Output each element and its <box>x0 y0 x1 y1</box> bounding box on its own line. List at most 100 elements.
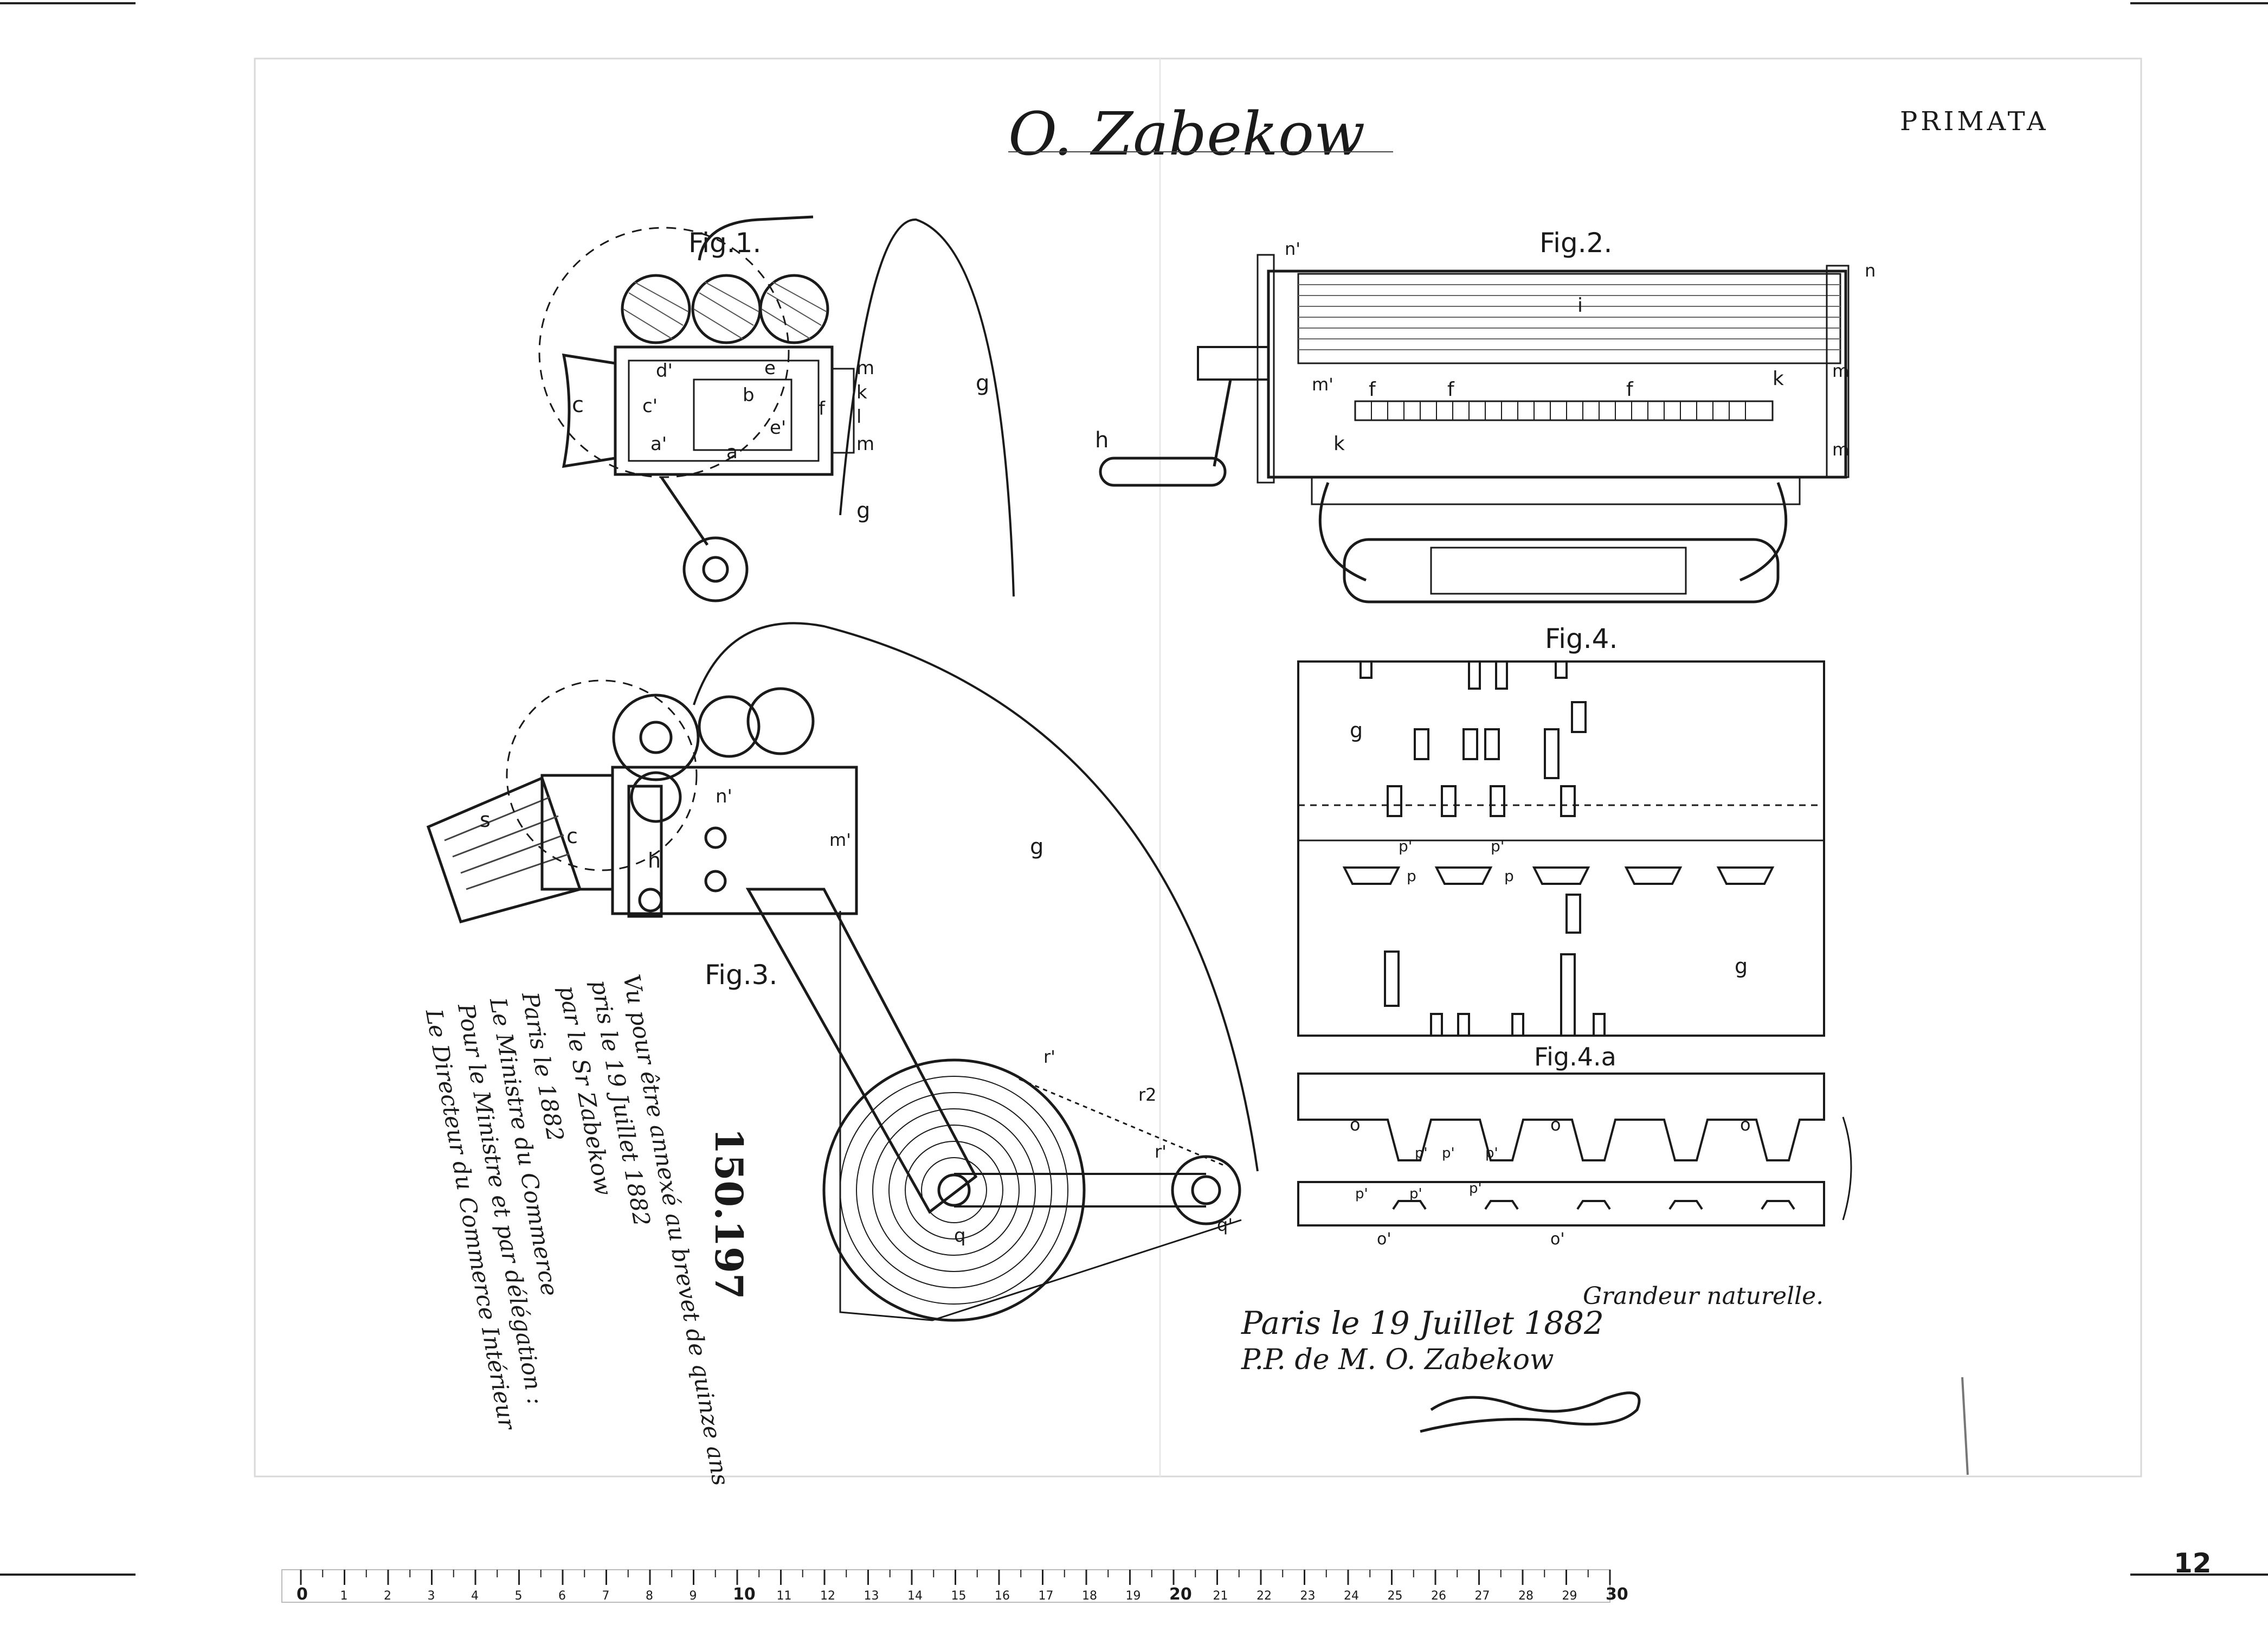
svg-text:g: g <box>1030 834 1043 859</box>
figure-3: Fig.3. <box>426 622 1259 1322</box>
ruler-label: 3 <box>428 1589 435 1603</box>
page-title: O. Zabekow <box>1008 99 1365 169</box>
ruler-label: 2 <box>384 1589 391 1603</box>
ruler-label: 17 <box>1039 1589 1054 1603</box>
ruler-label: 9 <box>690 1589 697 1603</box>
svg-text:o: o <box>1350 1114 1361 1135</box>
svg-text:r': r' <box>1155 1141 1167 1162</box>
figure-1: Fig.1. c c' d' a' a b e e' <box>538 215 1015 602</box>
svg-text:q': q' <box>1217 1215 1233 1235</box>
svg-text:l: l <box>856 406 861 428</box>
ruler-label: 0 <box>297 1585 308 1604</box>
date-line: Paris le 19 Juillet 1882 <box>1241 1305 1604 1341</box>
fig3-caption: Fig.3. <box>705 959 777 991</box>
ruler-label: 29 <box>1562 1589 1577 1603</box>
svg-text:g: g <box>1735 954 1748 978</box>
ruler-label: 20 <box>1169 1585 1192 1604</box>
fig4a-caption: Fig.4.a <box>1534 1042 1616 1071</box>
svg-text:e': e' <box>770 417 786 439</box>
svg-text:d': d' <box>656 360 673 382</box>
ruler-label: 13 <box>864 1589 879 1603</box>
svg-text:a': a' <box>650 433 667 455</box>
svg-text:n': n' <box>1285 239 1300 259</box>
fig2-caption: Fig.2. <box>1539 227 1612 259</box>
svg-text:o: o <box>1550 1114 1561 1135</box>
stamp-text: PRIMATA <box>1900 106 2049 137</box>
svg-text:s: s <box>480 808 491 832</box>
svg-text:m': m' <box>829 830 851 850</box>
ruler-label: 26 <box>1431 1589 1446 1603</box>
svg-text:b: b <box>743 384 755 406</box>
svg-text:c: c <box>566 824 578 848</box>
ruler-label: 8 <box>646 1589 653 1603</box>
svg-text:m: m <box>856 357 874 379</box>
svg-text:m': m' <box>1312 374 1333 395</box>
figure-4a: Fig.4.a o o o p' p' p' p' p' p' o' o' <box>1297 1042 1852 1249</box>
svg-text:p': p' <box>1399 837 1412 855</box>
ruler-label: 15 <box>951 1589 967 1603</box>
figure-4: Fig.4. g p' p p' p g <box>1297 623 1825 1037</box>
ruler-label: 25 <box>1388 1589 1403 1603</box>
svg-text:p': p' <box>1355 1186 1368 1202</box>
svg-text:p': p' <box>1442 1145 1455 1161</box>
fig4-caption: Fig.4. <box>1545 623 1618 654</box>
svg-text:i: i <box>1577 294 1583 317</box>
reel-q <box>822 1058 1086 1322</box>
signature-flourish <box>1420 1391 1641 1433</box>
page-number: 12 <box>2174 1547 2212 1579</box>
svg-text:m: m <box>856 433 874 455</box>
svg-text:p': p' <box>1415 1145 1428 1161</box>
ruler-label: 1 <box>340 1589 348 1603</box>
ruler-label: 24 <box>1344 1589 1359 1603</box>
figure-2: Fig.2. <box>1095 227 1876 603</box>
svg-text:c: c <box>572 393 584 418</box>
svg-text:p': p' <box>1409 1186 1422 1202</box>
ruler-label: 18 <box>1082 1589 1097 1603</box>
svg-text:f: f <box>1369 378 1376 401</box>
svg-text:r2: r2 <box>1138 1084 1157 1105</box>
svg-text:k: k <box>1773 368 1784 390</box>
svg-text:o: o <box>1740 1114 1751 1135</box>
svg-text:p': p' <box>1485 1145 1498 1161</box>
agent-line: P.P. de M. O. Zabekow <box>1241 1344 1554 1376</box>
svg-text:f: f <box>819 398 826 420</box>
svg-text:r': r' <box>1043 1046 1055 1067</box>
ruler-label: 27 <box>1475 1589 1490 1603</box>
ruler-label: 22 <box>1257 1589 1272 1603</box>
svg-text:f: f <box>1447 378 1455 401</box>
svg-text:k: k <box>856 382 867 403</box>
svg-text:g: g <box>976 371 989 396</box>
svg-text:p': p' <box>1469 1180 1482 1197</box>
ruler-label: 4 <box>471 1589 479 1603</box>
svg-text:c': c' <box>642 395 658 417</box>
svg-text:g: g <box>1350 718 1363 742</box>
svg-text:q: q <box>954 1225 966 1247</box>
ruler-label: 10 <box>733 1585 756 1604</box>
svg-text:a: a <box>726 441 738 463</box>
ruler-label: 12 <box>820 1589 835 1603</box>
svg-text:h: h <box>648 849 661 872</box>
ruler-label: 7 <box>602 1589 610 1603</box>
ruler-label: 30 <box>1606 1585 1628 1604</box>
svg-text:o': o' <box>1550 1230 1565 1249</box>
svg-text:n: n <box>1865 260 1876 281</box>
svg-text:g: g <box>856 498 870 523</box>
ruler-label: 11 <box>777 1589 792 1603</box>
svg-text:e: e <box>764 357 776 379</box>
svg-text:o': o' <box>1377 1230 1391 1249</box>
svg-text:m: m <box>1832 361 1849 381</box>
ruler-label: 21 <box>1213 1589 1228 1603</box>
ruler-label: 23 <box>1300 1589 1316 1603</box>
ruler-label: 19 <box>1126 1589 1141 1603</box>
ruler-label: 28 <box>1518 1589 1534 1603</box>
svg-text:p: p <box>1504 867 1514 885</box>
svg-text:p': p' <box>1491 837 1504 855</box>
size-note: Grandeur naturelle. <box>1583 1282 1824 1310</box>
ruler-label: 14 <box>907 1589 923 1603</box>
ruler-label: 6 <box>558 1589 566 1603</box>
ruler-label: 16 <box>995 1589 1010 1603</box>
svg-text:p: p <box>1407 867 1416 885</box>
svg-text:m: m <box>1832 439 1849 460</box>
